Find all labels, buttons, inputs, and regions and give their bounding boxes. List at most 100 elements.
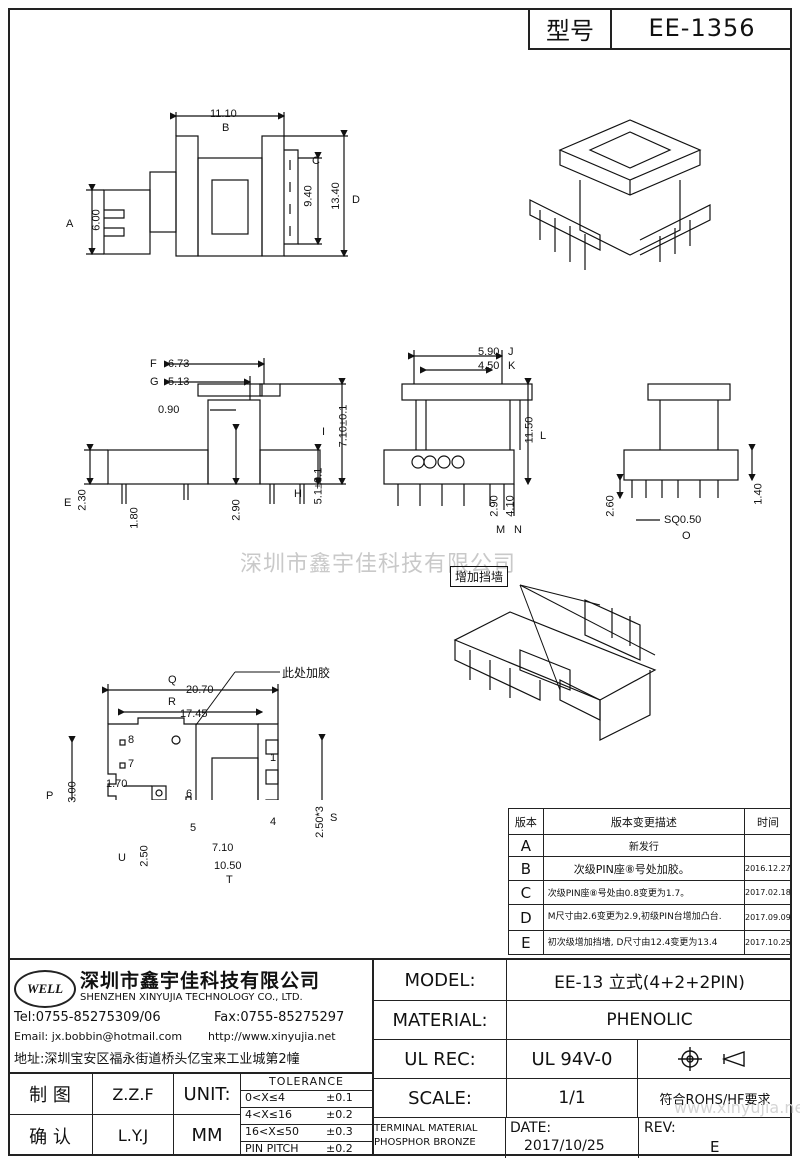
- rev-date: 2017.02.18: [743, 880, 793, 905]
- rev-ver: E: [508, 930, 544, 955]
- side-view-left: [84, 358, 346, 504]
- pin-8: 8: [128, 734, 135, 746]
- dim-tag-l: L: [540, 430, 547, 442]
- iso-view-bottom: [453, 584, 657, 741]
- projection-symbol: [638, 1040, 792, 1079]
- dim-tag-d: D: [352, 194, 360, 206]
- dim-11-10: 11.10: [210, 108, 237, 120]
- dim-tag-f: F: [150, 358, 157, 370]
- sign-block: 制 图 Z.Z.F 确 认 L.Y.J UNIT: MM TOLERANCE 0…: [8, 1072, 374, 1156]
- header-model-value: EE-1356: [648, 14, 756, 42]
- front-view: [383, 350, 533, 516]
- dim-tag-m: M: [496, 524, 506, 536]
- dim-tag-q: Q: [168, 674, 177, 686]
- tolerance-table: TOLERANCE 0<X≤4 ±0.1 4<X≤16±0.2 16<X≤50±0…: [241, 1074, 372, 1156]
- dim-7-10-bottom: 7.10: [212, 842, 234, 854]
- dim-6-73: 6.73: [168, 358, 190, 370]
- watermark-text: 深圳市鑫宇佳科技有限公司: [240, 552, 517, 577]
- rev-date: 2017.10.25: [743, 930, 793, 955]
- dim-tag-r: R: [168, 696, 176, 708]
- tol-row: 4<X≤16±0.2: [241, 1108, 372, 1125]
- pin-1: 1: [270, 752, 277, 764]
- draw-value: Z.Z.F: [93, 1074, 174, 1115]
- dim-tag-k: K: [508, 360, 516, 372]
- dim-tag-j: J: [508, 346, 514, 358]
- bottom-view: [68, 671, 326, 800]
- well-logo: WELL: [14, 970, 76, 1008]
- title-block: MODEL: EE-13 立式(4+2+2PIN) MATERIAL: PHEN…: [374, 958, 800, 1158]
- unit-label: UNIT:: [174, 1074, 241, 1115]
- company-email: Email: jx.bobbin@hotmail.com: [14, 1030, 183, 1043]
- dim-1-70: 1.70: [106, 778, 128, 790]
- dim-4-10: 4.10: [504, 495, 517, 517]
- ulrec-label: UL REC:: [374, 1040, 507, 1079]
- glue-note: 此处加胶: [282, 666, 331, 680]
- dim-2-30: 2.30: [76, 489, 89, 511]
- tol-range: 0<X≤4: [245, 1091, 285, 1104]
- company-web: http://www.xinyujia.net: [208, 1030, 336, 1043]
- dim-4-50: 4.50: [478, 360, 500, 372]
- dim-2-90-side: 2.90: [230, 499, 243, 521]
- dim-17-45: 17.45: [180, 708, 208, 720]
- dim-tag-u: U: [118, 852, 126, 864]
- terminal-material: TERMINAL MATERIAL PHOSPHOR BRONZE: [374, 1118, 506, 1158]
- draw-label: 制 图: [8, 1074, 93, 1115]
- date-label: DATE:: [510, 1120, 552, 1136]
- dim-11-50: 11.50: [523, 416, 536, 444]
- dim-7-10: 7.10±0.1: [337, 404, 350, 448]
- dim-sq0-50: SQ0.50: [664, 514, 702, 526]
- rev-ver: B: [508, 856, 544, 881]
- revision-table: 版本 版本变更描述 时间 A 新发行 B 次级PIN座⑧号处加胶。 2016.1…: [508, 808, 793, 955]
- dim-6-00: 6.00: [90, 209, 103, 231]
- dim-tag-o: O: [682, 530, 691, 542]
- company-name-cn: 深圳市鑫宇佳科技有限公司: [80, 970, 321, 992]
- rev-date: [743, 834, 793, 857]
- terminal-label: TERMINAL MATERIAL: [374, 1123, 478, 1134]
- tol-range: 4<X≤16: [245, 1108, 292, 1121]
- right-view: [616, 383, 756, 521]
- date-rev-divider: [638, 1118, 640, 1158]
- rev-desc: 初次级增加挡墙, D尺寸由12.4变更为13.4: [542, 930, 745, 955]
- dim-2-50x3: 2.50*3: [313, 806, 326, 838]
- rev-header-date: 时间: [743, 808, 793, 835]
- dim-tag-t: T: [226, 874, 233, 886]
- dim-2-50-left: 2.50: [138, 845, 151, 867]
- material-label: MATERIAL:: [374, 1001, 507, 1040]
- model-label: MODEL:: [374, 960, 507, 1001]
- dim-tag-g: G: [150, 376, 159, 388]
- callout-label: 增加挡墙: [450, 566, 509, 587]
- rev-header-desc: 版本变更描述: [542, 808, 745, 835]
- dim-5-1: 5.1±0.1: [312, 467, 325, 505]
- rev-header-version: 版本: [508, 808, 544, 835]
- model-value: EE-13 立式(4+2+2PIN): [507, 960, 792, 1001]
- ulrec-value: UL 94V-0: [507, 1040, 638, 1079]
- dim-10-50: 10.50: [214, 860, 242, 872]
- scale-label: SCALE:: [374, 1079, 507, 1118]
- tol-row: 16<X≤50±0.3: [241, 1125, 372, 1142]
- tol-value: ±0.1: [326, 1091, 353, 1104]
- company-tel: Tel:0755-85275309/06: [14, 1010, 161, 1025]
- rev-desc: 次级PIN座⑧号处加胶。: [542, 856, 745, 881]
- tol-title: TOLERANCE: [241, 1074, 372, 1091]
- check-value: L.Y.J: [93, 1115, 174, 1156]
- pin-7: 7: [128, 758, 135, 770]
- rev-date: 2017.09.09: [743, 904, 793, 931]
- dim-tag-c: C: [312, 155, 320, 167]
- company-name-en: SHENZHEN XINYUJIA TECHNOLOGY CO., LTD.: [80, 992, 303, 1003]
- pin-4: 4: [270, 816, 277, 828]
- technical-drawing: [68, 112, 756, 800]
- dim-20-70: 20.70: [186, 684, 214, 696]
- date-value: 2017/10/25: [524, 1138, 605, 1154]
- company-address: 地址:深圳宝安区福永街道桥头亿宝来工业城第2幢: [14, 1052, 300, 1067]
- header-model-label: 型号: [530, 8, 612, 48]
- dim-2-60: 2.60: [604, 495, 617, 517]
- rev-ver: D: [508, 904, 544, 931]
- material-value: PHENOLIC: [507, 1001, 792, 1040]
- dim-3-00: 3.00: [66, 781, 79, 803]
- dim-2-90-front: 2.90: [488, 495, 501, 517]
- rev-desc: 次级PIN座⑧号处由0.8变更为1.7。: [542, 880, 745, 905]
- rev-ver: C: [508, 880, 544, 905]
- iso-view-top: [529, 119, 711, 270]
- dim-1-80: 1.80: [128, 507, 141, 529]
- top-view: [86, 112, 348, 258]
